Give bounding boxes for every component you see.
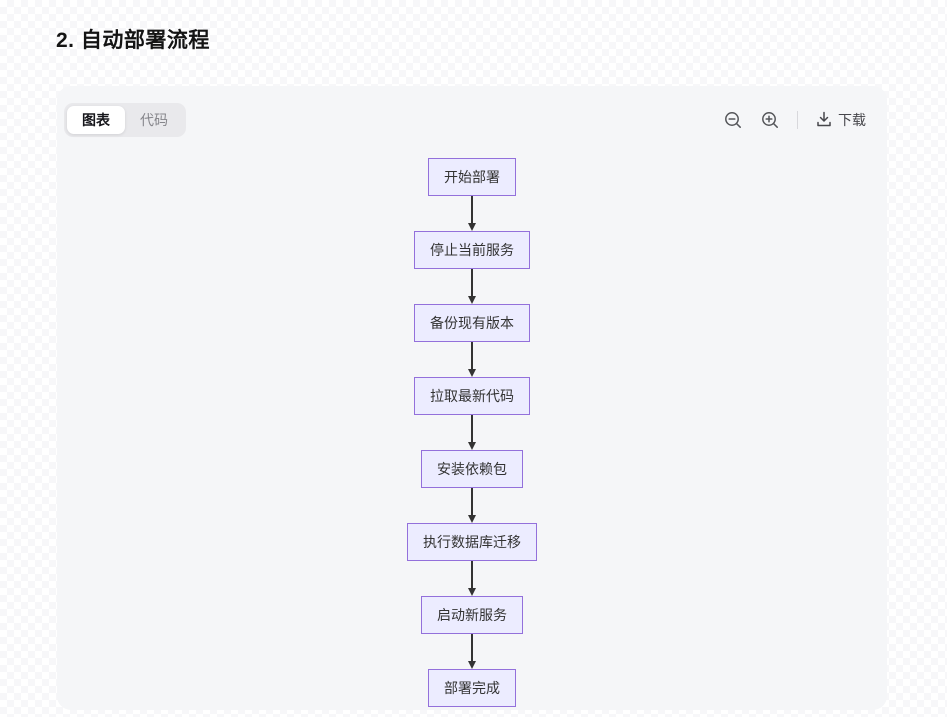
- flow-arrow: [468, 634, 476, 669]
- flow-node: 备份现有版本: [414, 304, 530, 342]
- flow-arrow: [468, 269, 476, 304]
- flow-arrow: [468, 342, 476, 377]
- toolbar: 下载: [723, 110, 866, 131]
- flow-arrow: [468, 488, 476, 523]
- flow-node: 停止当前服务: [414, 231, 530, 269]
- zoom-in-button[interactable]: [760, 110, 780, 130]
- flow-node: 安装依赖包: [421, 450, 523, 488]
- download-label: 下载: [838, 112, 866, 128]
- download-icon: [815, 110, 833, 131]
- flow-node: 开始部署: [428, 158, 516, 196]
- flow-arrow: [468, 415, 476, 450]
- magnifier-plus-icon: [760, 110, 780, 130]
- flow-node: 部署完成: [428, 669, 516, 707]
- panel-header: 图表 代码: [57, 86, 887, 137]
- flow-arrow: [468, 196, 476, 231]
- download-button[interactable]: 下载: [815, 110, 866, 131]
- zoom-out-button[interactable]: [723, 110, 743, 130]
- section-title: 2. 自动部署流程: [56, 29, 210, 52]
- flowchart: 开始部署停止当前服务备份现有版本拉取最新代码安装依赖包执行数据库迁移启动新服务部…: [57, 158, 887, 707]
- view-tab-group: 图表 代码: [64, 103, 186, 137]
- tab-chart[interactable]: 图表: [67, 106, 125, 134]
- flow-node: 执行数据库迁移: [407, 523, 537, 561]
- flow-node: 拉取最新代码: [414, 377, 530, 415]
- magnifier-minus-icon: [723, 110, 743, 130]
- diagram-panel: 图表 代码: [57, 86, 887, 710]
- flow-node: 启动新服务: [421, 596, 523, 634]
- flow-arrow: [468, 561, 476, 596]
- toolbar-divider: [797, 111, 798, 129]
- tab-code[interactable]: 代码: [125, 106, 183, 134]
